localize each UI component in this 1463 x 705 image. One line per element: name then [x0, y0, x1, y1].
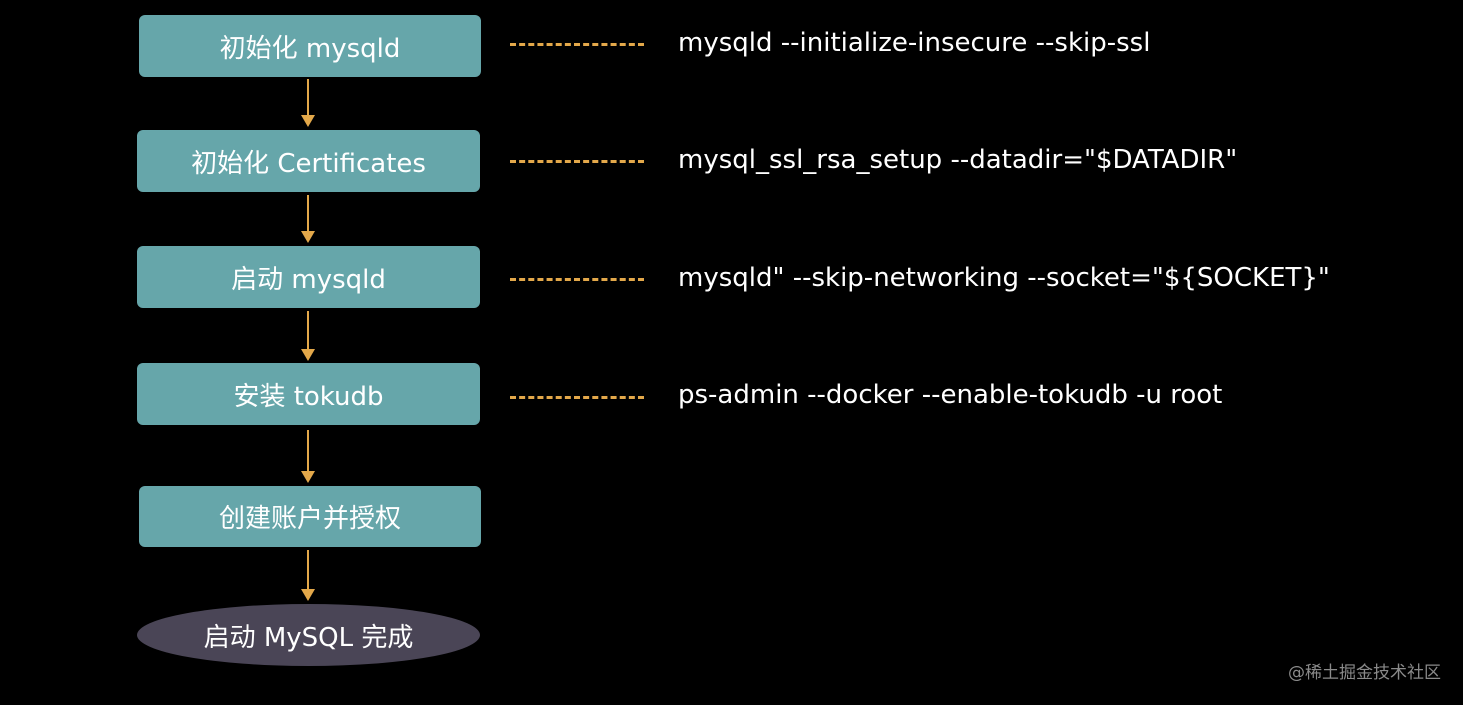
- step-create-account: 创建账户并授权: [139, 486, 481, 547]
- flow-arrow: [301, 550, 315, 601]
- command-text: mysqld" --skip-networking --socket="${SO…: [678, 263, 1330, 293]
- command-text: mysqld --initialize-insecure --skip-ssl: [678, 28, 1151, 58]
- flow-arrow: [301, 195, 315, 243]
- dashed-connector: [510, 43, 644, 46]
- step-label: 初始化 mysqld: [219, 33, 401, 64]
- step-init-certificates: 初始化 Certificates: [137, 130, 480, 192]
- dashed-connector: [510, 160, 644, 163]
- flow-arrow: [301, 79, 315, 127]
- step-init-mysqld: 初始化 mysqld: [139, 15, 481, 77]
- step-label: 初始化 Certificates: [191, 148, 426, 179]
- command-text: mysql_ssl_rsa_setup --datadir="$DATADIR": [678, 145, 1238, 175]
- flow-arrow: [301, 311, 315, 361]
- step-label: 创建账户并授权: [218, 504, 401, 534]
- dashed-connector: [510, 396, 644, 399]
- step-mysql-started: 启动 MySQL 完成: [137, 604, 480, 666]
- step-label: 启动 mysqld: [231, 264, 386, 295]
- watermark: @稀土掘金技术社区: [1288, 663, 1441, 683]
- step-label: 安装 tokudb: [233, 381, 384, 412]
- command-text: ps-admin --docker --enable-tokudb -u roo…: [678, 380, 1223, 410]
- step-label: 启动 MySQL 完成: [203, 622, 414, 653]
- flow-arrow: [301, 430, 315, 483]
- step-install-tokudb: 安装 tokudb: [137, 363, 480, 425]
- step-start-mysqld: 启动 mysqld: [137, 246, 480, 308]
- dashed-connector: [510, 278, 644, 281]
